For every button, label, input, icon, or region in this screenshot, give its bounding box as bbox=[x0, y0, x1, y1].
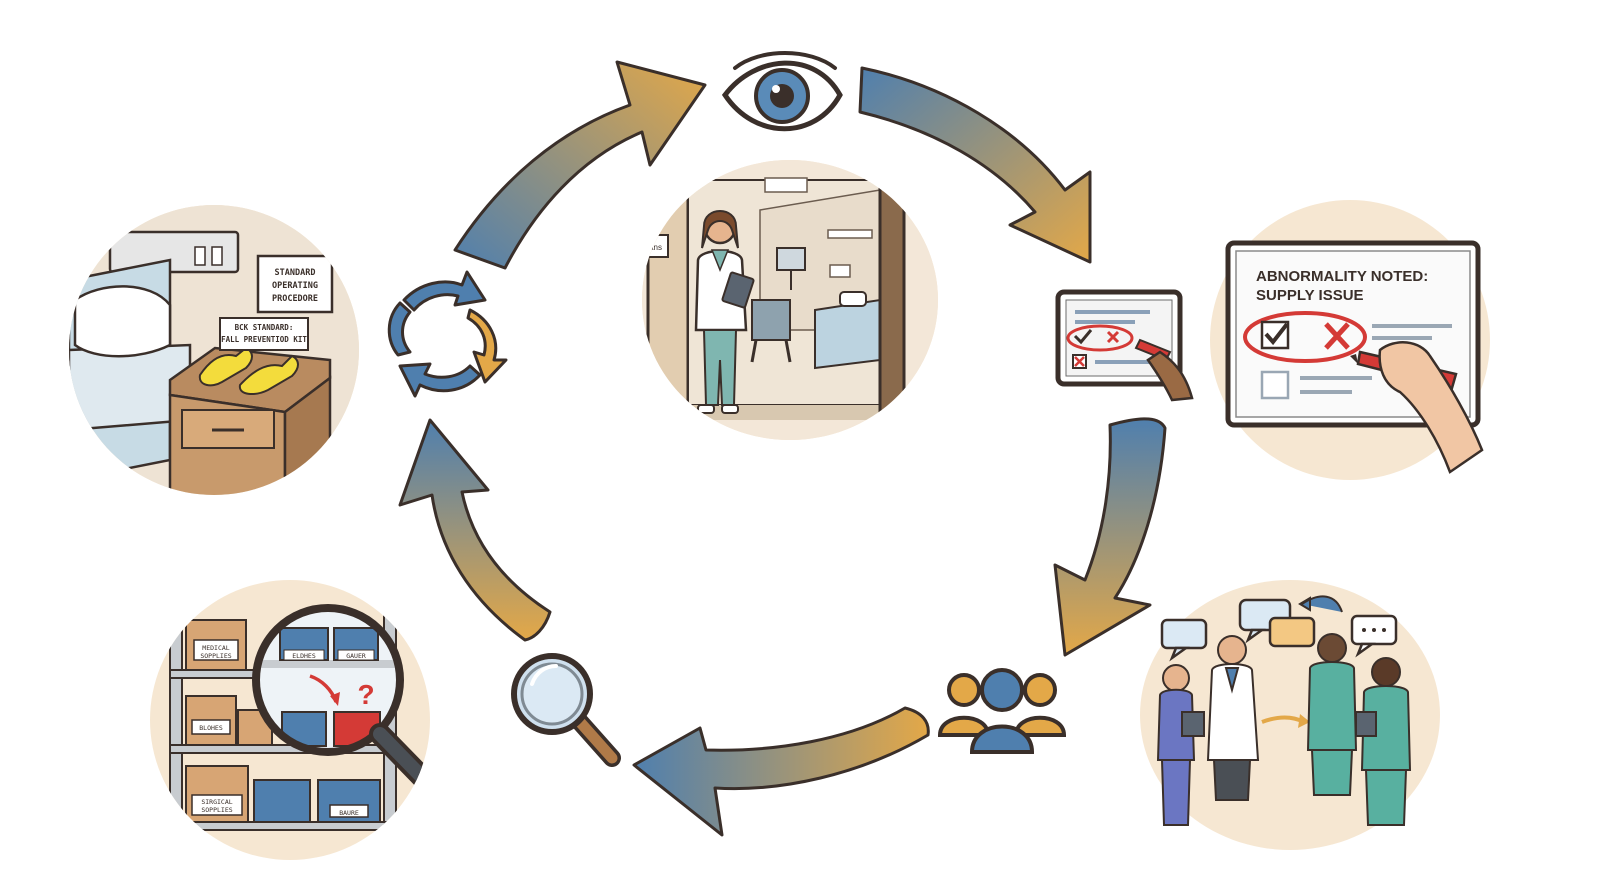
question-mark: ? bbox=[357, 679, 374, 710]
nurse-1 bbox=[1156, 664, 1205, 826]
note-scene: ABNORMALITY NOTED: SUPPLY ISSUE bbox=[1210, 200, 1490, 480]
nurse-3 bbox=[1355, 657, 1412, 826]
svg-text:MEDICAL: MEDICAL bbox=[202, 644, 229, 652]
arrow-to-standardize bbox=[398, 418, 552, 642]
arrow-to-observe bbox=[453, 60, 707, 270]
svg-text:STANDARD: STANDARD bbox=[275, 268, 316, 278]
cycle-arrows bbox=[398, 60, 1167, 837]
nurse-observer bbox=[694, 210, 755, 414]
arrow-to-team bbox=[1053, 417, 1167, 657]
svg-text:SIRGICAL: SIRGICAL bbox=[201, 798, 232, 806]
svg-text:GAUER: GAUER bbox=[346, 652, 366, 660]
observe-scene: Blans bbox=[642, 160, 938, 440]
arrow-to-note bbox=[858, 66, 1092, 264]
svg-text:BLOHES: BLOHES bbox=[199, 724, 223, 732]
board-line-2: SUPPLY ISSUE bbox=[1256, 287, 1364, 304]
team-icon bbox=[937, 668, 1067, 754]
svg-text:OPERATING: OPERATING bbox=[272, 281, 318, 291]
door-sign: Blans bbox=[642, 243, 662, 252]
svg-text:BAURE: BAURE bbox=[339, 809, 359, 817]
check-mark bbox=[1264, 322, 1289, 346]
checklist-icon bbox=[1055, 289, 1194, 402]
svg-text:ELDHES: ELDHES bbox=[292, 652, 316, 660]
svg-text:SOPPLIES: SOPPLIES bbox=[200, 652, 231, 660]
sop-sign: STANDARD OPERATING PROCEDORE bbox=[256, 254, 334, 314]
team-scene bbox=[1140, 580, 1440, 850]
doctor bbox=[1206, 635, 1260, 801]
fall-prevention-sign: BCK STANDARD: FALL PREVENTIOD KIT bbox=[219, 317, 309, 351]
standardize-scene: STANDARD OPERATING PROCEDORE BCK STANDAR… bbox=[69, 205, 359, 495]
refresh-cycle-icon bbox=[387, 270, 508, 398]
marker-hand bbox=[1350, 341, 1484, 474]
red-circle-mark bbox=[1243, 311, 1367, 363]
investigate-scene: MEDICAL SOPPLIES BLOHES SIRGICAL SOPPLIE… bbox=[150, 580, 430, 860]
red-x-mark bbox=[1324, 322, 1350, 350]
eye-icon bbox=[721, 51, 843, 132]
arrow-to-investigate bbox=[632, 706, 930, 837]
svg-text:PROCEDORE: PROCEDORE bbox=[272, 294, 318, 304]
board-line-1: ABNORMALITY NOTED: bbox=[1256, 268, 1428, 285]
speech-bubbles bbox=[1160, 598, 1398, 662]
svg-text:BCK STANDARD:: BCK STANDARD: bbox=[235, 323, 294, 332]
svg-text:FALL PREVENTIOD KIT: FALL PREVENTIOD KIT bbox=[221, 335, 307, 344]
large-magnifier bbox=[252, 604, 404, 756]
magnifier-icon bbox=[511, 653, 621, 767]
svg-text:SOPPLIES: SOPPLIES bbox=[201, 806, 232, 814]
nurse-2 bbox=[1306, 633, 1358, 796]
